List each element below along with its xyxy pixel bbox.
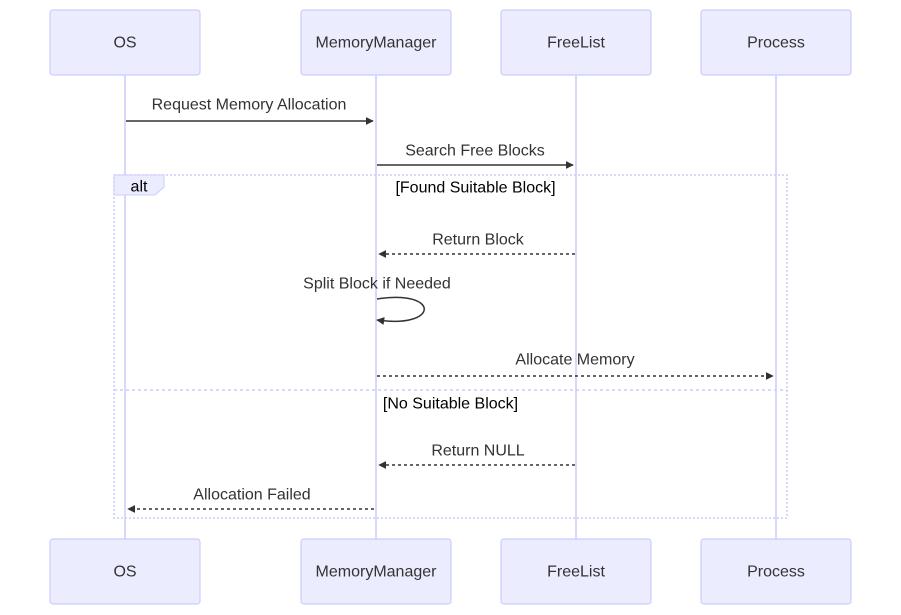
message-return-null: Return NULL xyxy=(378,443,575,469)
alt-tag-label: alt xyxy=(131,179,148,196)
message-return-block: Return Block xyxy=(378,232,575,258)
message-split-block: Split Block if Needed xyxy=(303,276,451,325)
actor-top-process: Process xyxy=(700,9,852,76)
actor-top-free-list: FreeList xyxy=(500,9,652,76)
message-allocation-failed: Allocation Failed xyxy=(127,487,374,513)
actor-label: OS xyxy=(113,564,136,581)
message-search-free-blocks: Search Free Blocks xyxy=(377,143,574,169)
message-label: Return Block xyxy=(432,232,525,249)
message-label: Return NULL xyxy=(431,443,524,460)
actor-top-os: OS xyxy=(49,9,201,76)
message-request-memory-allocation: Request Memory Allocation xyxy=(126,97,374,125)
message-label: Request Memory Allocation xyxy=(152,97,347,114)
actor-label: Process xyxy=(747,35,805,52)
message-label: Split Block if Needed xyxy=(303,276,451,293)
message-allocate-memory: Allocate Memory xyxy=(377,352,774,380)
actor-label: FreeList xyxy=(547,35,605,52)
actor-bottom-os: OS xyxy=(49,538,201,605)
actor-bottom-free-list: FreeList xyxy=(500,538,652,605)
actor-label: MemoryManager xyxy=(316,35,438,52)
actor-top-memory-manager: MemoryManager xyxy=(300,9,452,76)
alt-frame: alt [Found Suitable Block] [No Suitable … xyxy=(113,174,788,519)
actor-label: FreeList xyxy=(547,564,605,581)
message-label: Allocation Failed xyxy=(193,487,310,504)
alt-condition-found: [Found Suitable Block] xyxy=(395,180,555,197)
message-label: Allocate Memory xyxy=(515,352,634,369)
alt-tag xyxy=(113,174,165,196)
actor-bottom-process: Process xyxy=(700,538,852,605)
alt-condition-not-found: [No Suitable Block] xyxy=(383,396,518,413)
self-loop-arrow xyxy=(376,296,425,325)
actor-label: OS xyxy=(113,35,136,52)
actor-label: Process xyxy=(747,564,805,581)
actor-label: MemoryManager xyxy=(316,564,438,581)
message-label: Search Free Blocks xyxy=(405,143,545,160)
actor-bottom-memory-manager: MemoryManager xyxy=(300,538,452,605)
